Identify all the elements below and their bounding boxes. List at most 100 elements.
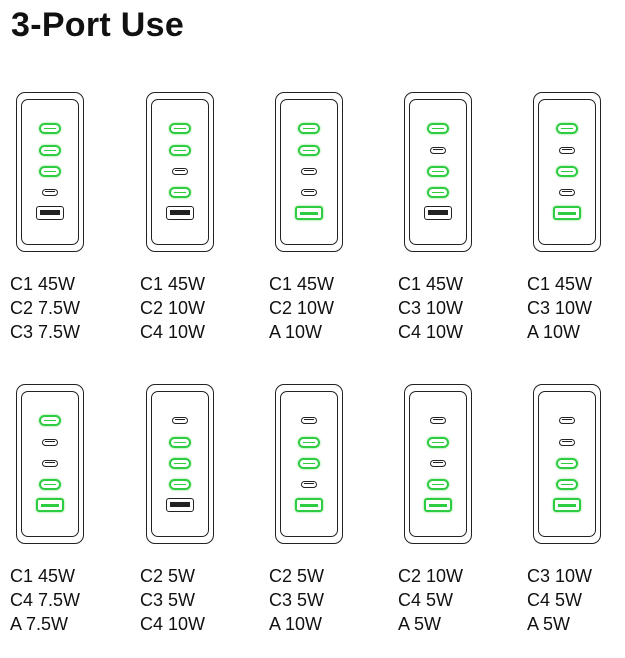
power-line: A 10W [269,322,323,342]
usb-a-port-icon-active [424,498,452,512]
usb-c-c2-port-icon-active [39,144,61,156]
usb-c-c4-port-icon-active [427,478,449,490]
power-line: A 10W [269,614,323,634]
usb-c-c1-port-icon [559,416,575,424]
power-line: C4 5W [398,590,454,610]
usb-c-c3-port-icon [301,167,317,175]
power-line: C4 10W [398,322,464,342]
power-allocation: C2 5W C3 5W A 10W [269,564,324,636]
usb-a-port-icon [424,206,452,220]
usb-c-c2-port-icon [430,146,446,154]
usb-c-c4-port-icon-active [556,478,578,490]
usb-c-c3-port-icon-active [556,165,578,177]
power-line: C2 10W [140,298,206,318]
usb-c-c1-port-icon [172,416,188,424]
power-line: C4 10W [140,322,206,342]
usb-c-c4-port-icon-active [169,186,191,198]
power-line: C4 5W [527,590,583,610]
power-line: C3 10W [398,298,464,318]
charger-icon [275,92,343,252]
usb-c-c4-port-icon [559,188,575,196]
power-allocation: C1 45W C2 10W A 10W [269,272,334,344]
power-allocation: C3 10W C4 5W A 5W [527,564,592,636]
power-line: C1 45W [527,274,593,294]
power-allocation: C2 5W C3 5W C4 10W [140,564,205,636]
power-line: C3 7.5W [10,322,81,342]
page-title: 3-Port Use [11,6,185,44]
usb-a-port-icon-active [295,498,323,512]
usb-c-c2-port-icon [42,438,58,446]
usb-c-c3-port-icon-active [427,165,449,177]
power-line: C3 10W [527,566,593,586]
usb-c-c3-port-icon-active [298,457,320,469]
charger-icon [146,384,214,544]
power-line: A 5W [527,614,571,634]
power-line: C2 5W [269,566,325,586]
usb-c-c2-port-icon [559,438,575,446]
power-line: A 7.5W [10,614,69,634]
power-line: C1 45W [269,274,335,294]
usb-a-port-icon [36,206,64,220]
usb-c-c1-port-icon-active [427,122,449,134]
usb-c-c2-port-icon [559,146,575,154]
power-line: C3 10W [527,298,593,318]
usb-c-c2-port-icon-active [169,144,191,156]
power-allocation: C1 45W C3 10W A 10W [527,272,592,344]
usb-c-c3-port-icon-active [556,457,578,469]
usb-c-c3-port-icon [172,167,188,175]
usb-a-port-icon-active [36,498,64,512]
usb-a-port-icon-active [553,498,581,512]
usb-c-c2-port-icon-active [298,436,320,448]
usb-a-port-icon-active [295,206,323,220]
power-line: C4 10W [140,614,206,634]
usb-c-c1-port-icon [430,416,446,424]
power-line: A 10W [527,322,581,342]
usb-c-c4-port-icon-active [427,186,449,198]
charger-icon [16,92,84,252]
usb-c-c3-port-icon-active [39,165,61,177]
power-allocation: C1 45W C2 10W C4 10W [140,272,205,344]
power-line: C4 7.5W [10,590,81,610]
usb-c-c4-port-icon [301,480,317,488]
usb-c-c3-port-icon-active [169,457,191,469]
usb-c-c1-port-icon-active [169,122,191,134]
power-line: C3 5W [269,590,325,610]
usb-c-c4-port-icon [301,188,317,196]
power-line: C2 10W [398,566,464,586]
charger-icon [404,92,472,252]
power-line: C2 10W [269,298,335,318]
usb-c-c2-port-icon-active [169,436,191,448]
usb-c-c4-port-icon [42,188,58,196]
usb-c-c3-port-icon [430,459,446,467]
usb-a-port-icon [166,498,194,512]
usb-c-c2-port-icon-active [427,436,449,448]
usb-c-c4-port-icon-active [39,478,61,490]
power-line: C1 45W [10,274,76,294]
usb-a-port-icon [166,206,194,220]
power-allocation: C1 45W C4 7.5W A 7.5W [10,564,80,636]
power-line: C1 45W [10,566,76,586]
usb-c-c1-port-icon-active [298,122,320,134]
charger-icon [275,384,343,544]
power-line: C1 45W [140,274,206,294]
usb-c-c1-port-icon-active [39,414,61,426]
usb-c-c1-port-icon-active [556,122,578,134]
power-line: C2 7.5W [10,298,81,318]
power-line: C2 5W [140,566,196,586]
power-line: C3 5W [140,590,196,610]
charger-icon [404,384,472,544]
charger-icon [16,384,84,544]
power-allocation: C1 45W C3 10W C4 10W [398,272,463,344]
usb-c-c2-port-icon-active [298,144,320,156]
usb-a-port-icon-active [553,206,581,220]
usb-c-c1-port-icon [301,416,317,424]
usb-c-c4-port-icon-active [169,478,191,490]
charger-icon [533,384,601,544]
charger-icon [533,92,601,252]
charger-icon [146,92,214,252]
power-line: C1 45W [398,274,464,294]
usb-c-c3-port-icon [42,459,58,467]
usb-c-c1-port-icon-active [39,122,61,134]
power-allocation: C1 45W C2 7.5W C3 7.5W [10,272,80,344]
